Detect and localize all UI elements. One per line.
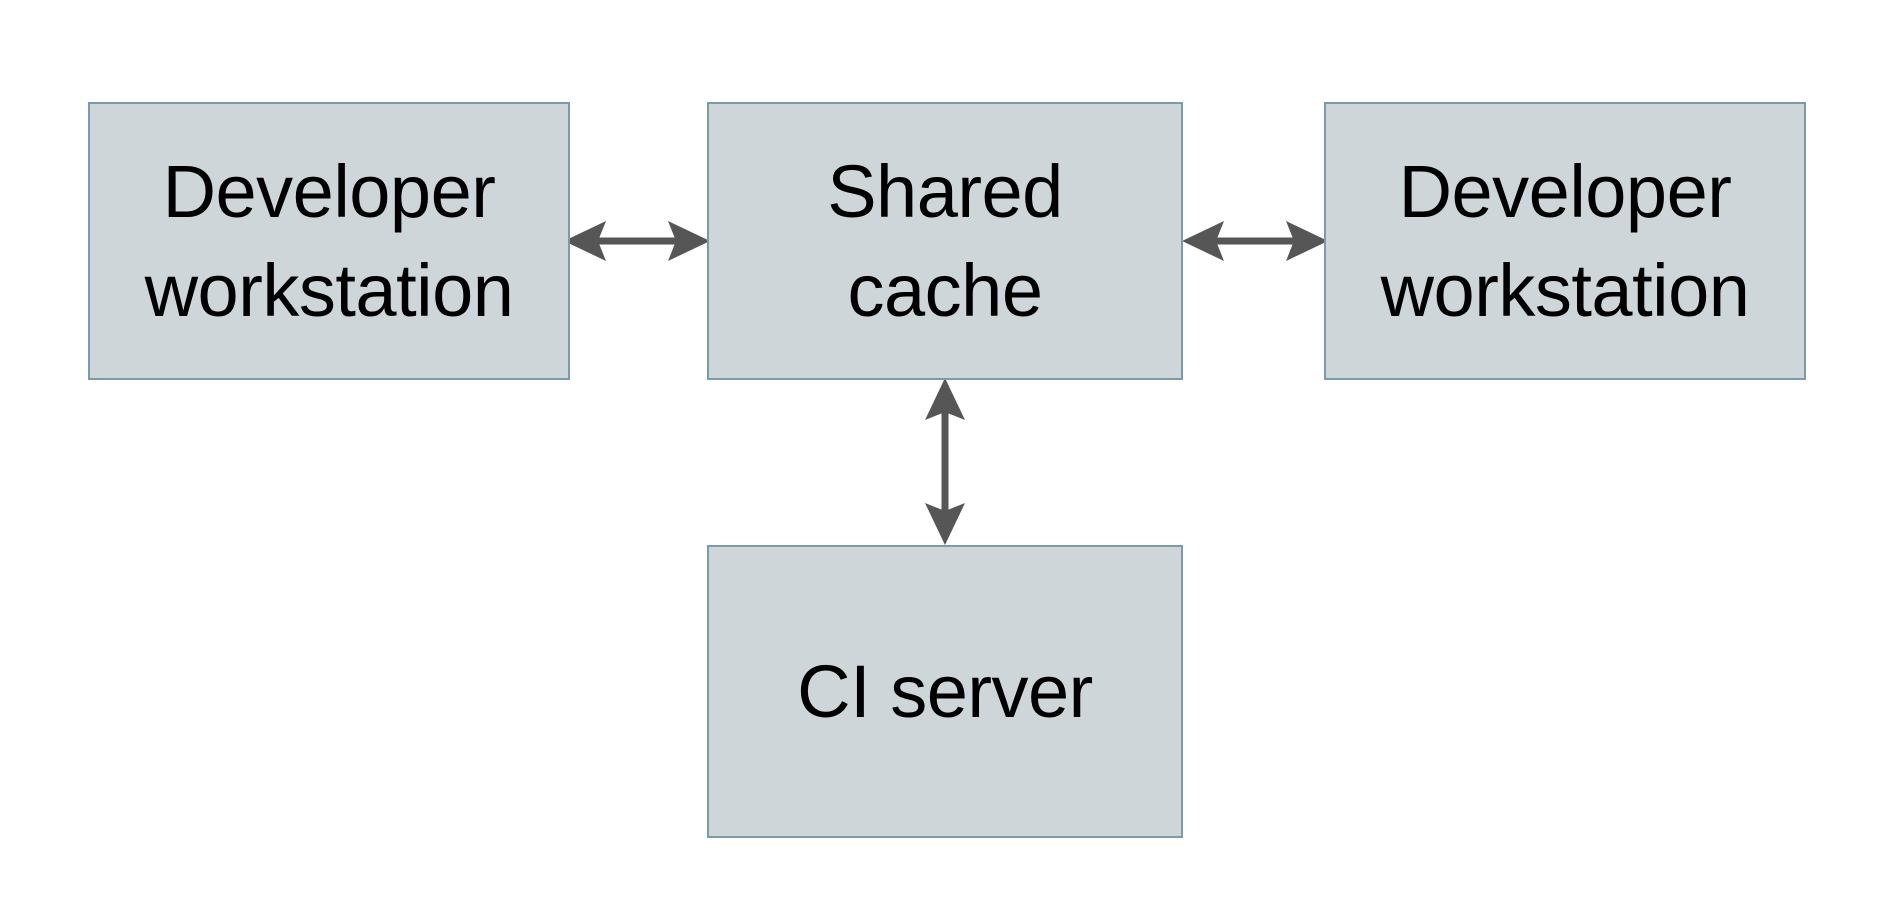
node-shared-cache[interactable]: Shared cache	[707, 102, 1183, 380]
node-label-ci-server: CI server	[797, 649, 1093, 733]
node-label-developer-workstation-right: Developer workstation	[1380, 149, 1750, 332]
connector-cache-to-right-workstation	[1182, 221, 1328, 261]
connector-ci-server-to-cache	[925, 378, 965, 545]
node-developer-workstation-left[interactable]: Developer workstation	[88, 102, 570, 380]
node-label-shared-cache: Shared cache	[827, 149, 1063, 332]
node-label-developer-workstation-left: Developer workstation	[144, 149, 514, 332]
node-developer-workstation-right[interactable]: Developer workstation	[1324, 102, 1806, 380]
connector-left-workstation-to-cache	[564, 221, 710, 261]
node-ci-server[interactable]: CI server	[707, 545, 1183, 838]
